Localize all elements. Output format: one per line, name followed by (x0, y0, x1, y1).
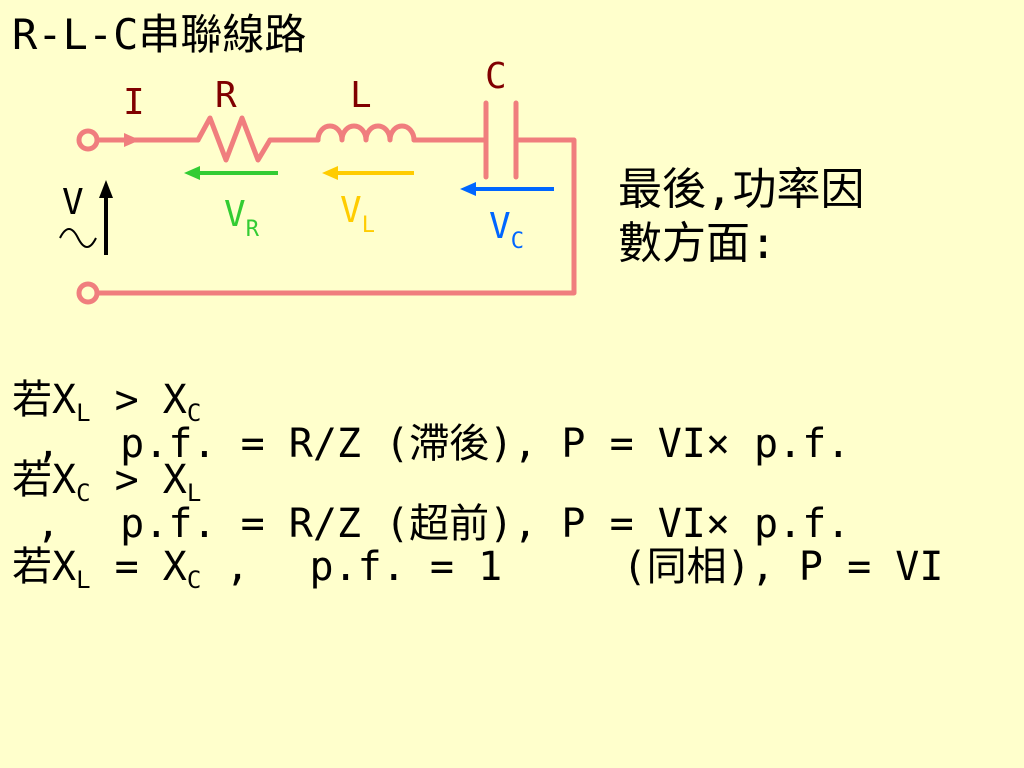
condition-result: p.f. = 1 (同相), P = VI (309, 544, 944, 590)
ac-source-tilde-icon (59, 228, 97, 248)
vr-arrow (184, 166, 278, 180)
condition-operator: > (90, 377, 163, 423)
label-source-voltage: V (62, 182, 84, 223)
wire-right-loop (93, 137, 577, 296)
condition-prefix: 若 (12, 544, 52, 590)
power-factor-note: 最後,功率因數方面: (618, 164, 865, 269)
label-capacitor: C (485, 56, 507, 97)
condition-rhs: XC (162, 544, 202, 594)
condition-prefix: 若 (12, 457, 52, 503)
condition-leading: 若XC > XL , p.f. = R/Z (超前), P = VI× p.f. (12, 458, 1012, 546)
condition-result: p.f. = R/Z (超前), P = VI× p.f. (120, 501, 851, 547)
resistor-symbol (195, 115, 273, 163)
label-inductor: L (350, 75, 372, 116)
condition-lhs: XL (52, 377, 91, 427)
terminal-bottom (76, 281, 100, 305)
condition-lhs: XL (52, 544, 91, 594)
condition-result: p.f. = R/Z (滯後), P = VI× p.f. (120, 421, 851, 467)
source-voltage-arrow (99, 180, 113, 255)
condition-operator: > (90, 457, 163, 503)
condition-in-phase: 若XL = XC , p.f. = 1 (同相), P = VI (12, 544, 1012, 594)
condition-separator: , (201, 544, 250, 590)
label-current: I (123, 82, 145, 123)
current-arrow (124, 133, 140, 147)
label-resistor: R (215, 75, 237, 116)
terminal-top (76, 128, 100, 152)
condition-prefix: 若 (12, 377, 52, 423)
condition-separator: , (12, 501, 61, 547)
rlc-circuit-diagram: I R L C V VR VL VC (59, 56, 577, 305)
label-vr: VR (224, 194, 260, 242)
condition-rhs: XC (162, 377, 202, 427)
condition-separator: , (12, 421, 61, 467)
condition-lhs: XC (52, 457, 91, 507)
vc-arrow (460, 182, 554, 196)
inductor-symbol (315, 123, 417, 143)
condition-operator: = (90, 544, 163, 590)
vl-arrow (322, 166, 414, 180)
label-vc: VC (489, 206, 524, 254)
condition-lagging: 若XL > XC , p.f. = R/Z (滯後), P = VI× p.f. (12, 378, 1012, 466)
slide-title: R-L-C串聯線路 (12, 10, 307, 59)
label-vl: VL (340, 190, 375, 238)
condition-rhs: XL (162, 457, 202, 507)
